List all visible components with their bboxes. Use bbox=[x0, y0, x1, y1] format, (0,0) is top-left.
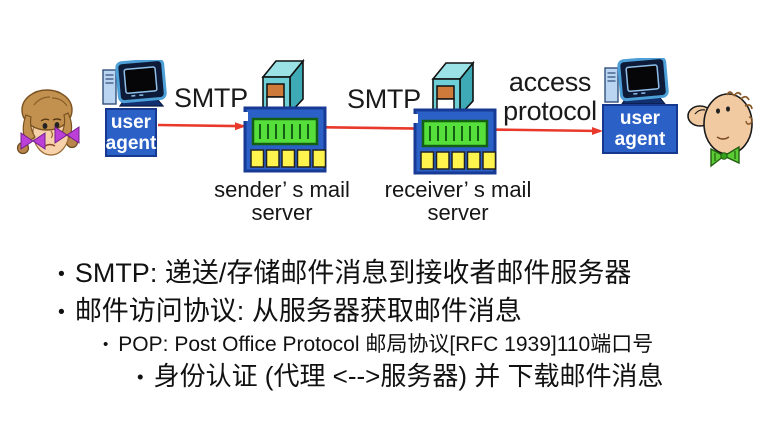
user-agent-label-line1: user bbox=[619, 108, 661, 129]
woman-face-icon bbox=[16, 89, 80, 156]
bullet-marker: • bbox=[137, 366, 144, 387]
note-text-mail-access: 邮件访问协议: 从服务器获取邮件消息 bbox=[74, 296, 522, 326]
receiver-caption-line1: receiver’ s mail bbox=[384, 177, 532, 202]
note-text-auth-download: 身份认证 (代理 <-->服务器) 并 下载邮件消息 bbox=[153, 361, 664, 391]
note-text-smtp: SMTP: 递送/存储邮件消息到接收者邮件服务器 bbox=[74, 258, 632, 288]
user-agent-label-line2: agent bbox=[614, 129, 666, 150]
access-protocol-line2: protocol bbox=[503, 96, 597, 126]
note-line-smtp: • SMTP: 递送/存储邮件消息到接收者邮件服务器 bbox=[58, 251, 631, 290]
bullet-marker: • bbox=[58, 263, 65, 285]
sender-server-caption: sender’ s mail server bbox=[192, 178, 372, 224]
receiver-caption-line2: server bbox=[427, 200, 489, 225]
right-user-agent-box: user agent bbox=[602, 104, 678, 154]
note-text-pop: POP: Post Office Protocol 邮局协议[RFC 1939]… bbox=[118, 333, 654, 356]
desktop-computer-icon bbox=[102, 60, 167, 107]
note-line-pop: • POP: Post Office Protocol 邮局协议[RFC 1939… bbox=[103, 328, 653, 358]
access-protocol-label: access protocol bbox=[492, 68, 608, 126]
flow-line bbox=[157, 123, 601, 133]
receiver-server-caption: receiver’ s mail server bbox=[368, 178, 548, 224]
arrowhead-to-right-user-agent bbox=[592, 127, 603, 135]
smtp-label-left: SMTP bbox=[174, 83, 248, 113]
arrowhead-to-sender-server bbox=[235, 122, 246, 131]
access-protocol-line1: access bbox=[508, 67, 592, 97]
user-agent-label-line2: agent bbox=[105, 132, 157, 154]
bullet-marker: • bbox=[58, 301, 65, 323]
left-user-agent-box: user agent bbox=[105, 108, 157, 157]
receiver-mail-server-icon bbox=[413, 60, 497, 175]
note-line-auth-download: • 身份认证 (代理 <-->服务器) 并 下载邮件消息 bbox=[137, 356, 663, 393]
note-line-mail-access: • 邮件访问协议: 从服务器获取邮件消息 bbox=[58, 289, 522, 328]
man-face-icon bbox=[687, 91, 753, 168]
sender-caption-line1: sender’ s mail bbox=[214, 177, 350, 202]
bullet-marker: • bbox=[103, 336, 109, 353]
desktop-computer-icon bbox=[604, 58, 669, 105]
user-agent-label-line1: user bbox=[110, 111, 152, 133]
sender-mail-server-icon bbox=[243, 58, 327, 173]
smtp-label-right: SMTP bbox=[347, 84, 421, 114]
sender-caption-line2: server bbox=[251, 200, 313, 225]
